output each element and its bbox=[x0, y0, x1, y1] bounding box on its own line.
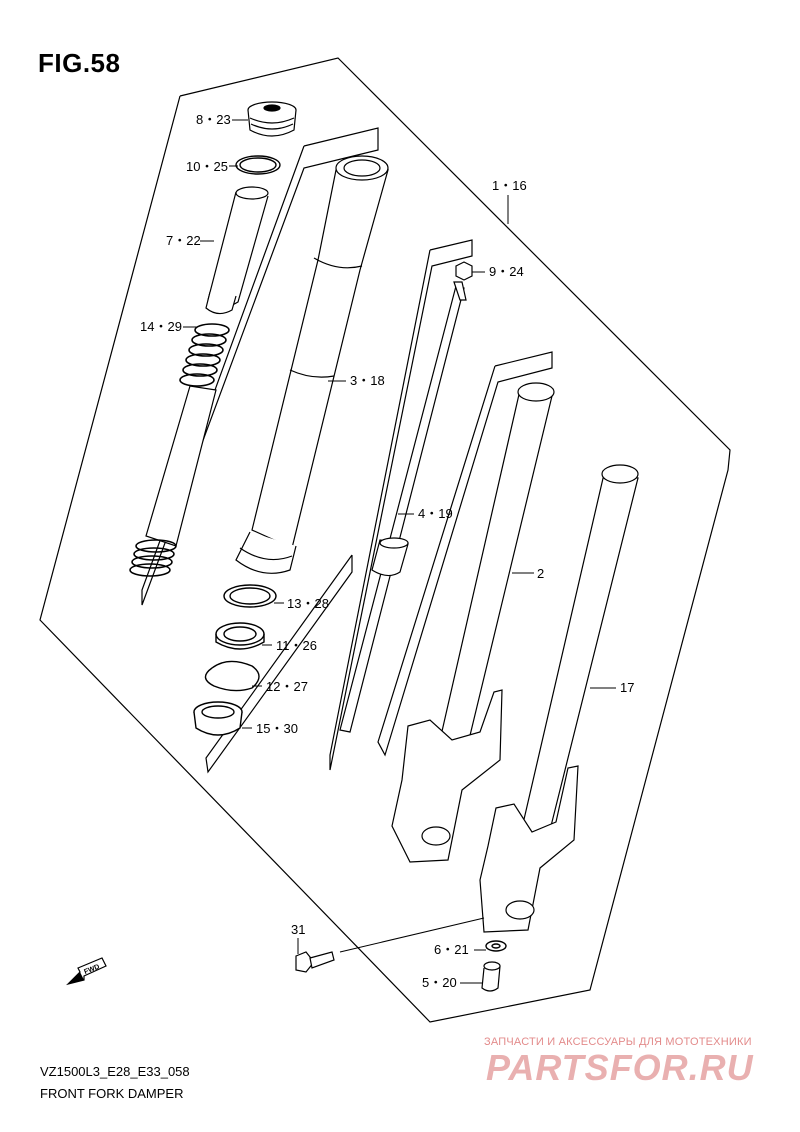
assembly-outline bbox=[39, 57, 731, 1023]
cartridge-rod-part bbox=[129, 385, 217, 577]
drain-bolt-part bbox=[481, 961, 501, 992]
fork-tube-group-outline bbox=[329, 239, 473, 771]
stopper-ring-part bbox=[204, 660, 260, 692]
outer-tube-right-part bbox=[479, 464, 639, 933]
callout-15-30: 15・30 bbox=[256, 721, 298, 736]
washer-part bbox=[223, 584, 277, 608]
callout-13-28: 13・28 bbox=[287, 596, 329, 611]
watermark-tagline: ЗАПЧАСТИ И АКСЕССУАРЫ ДЛЯ МОТОТЕХНИКИ bbox=[484, 1036, 752, 1048]
callout-17: 17 bbox=[620, 680, 634, 695]
watermark-logo: PARTSFOR.RU bbox=[486, 1047, 754, 1088]
callout-11-26: 11・26 bbox=[276, 638, 317, 653]
cartridge-group-outline bbox=[141, 127, 379, 606]
lock-nut-part bbox=[455, 261, 473, 281]
callout-31: 31 bbox=[291, 922, 305, 937]
callout-4-19: 4・19 bbox=[418, 506, 453, 521]
oil-seal-part bbox=[215, 622, 265, 650]
figure-caption: FRONT FORK DAMPER bbox=[40, 1086, 184, 1101]
damper-rod-part bbox=[339, 281, 467, 733]
dust-seal-part bbox=[193, 701, 243, 736]
fwd-arrow-icon: FWD bbox=[66, 957, 107, 986]
callout-6-21: 6・21 bbox=[434, 942, 469, 957]
callout-2: 2 bbox=[537, 566, 544, 581]
callout-12-27: 12・27 bbox=[266, 679, 308, 694]
outer-tube-group-outline bbox=[377, 351, 553, 757]
callout-9-24: 9・24 bbox=[489, 264, 524, 279]
axle-bolt-part bbox=[295, 951, 335, 973]
callout-8-23: 8・23 bbox=[196, 112, 231, 127]
callout-14-29: 14・29 bbox=[140, 319, 182, 334]
cap-bolt-part bbox=[247, 101, 297, 137]
callout-5-20: 5・20 bbox=[422, 975, 457, 990]
callout-10-25: 10・25 bbox=[186, 159, 228, 174]
callout-7-22: 7・22 bbox=[166, 233, 201, 248]
gasket-part bbox=[485, 940, 507, 952]
inner-tube-part bbox=[235, 155, 389, 574]
o-ring-part bbox=[235, 155, 281, 175]
outer-tube-left-part bbox=[391, 382, 555, 863]
seals-group-outline bbox=[205, 554, 353, 774]
callout-1-16: 1・16 bbox=[492, 178, 527, 193]
spacer-part bbox=[205, 186, 269, 315]
figure-title: FIG.58 bbox=[38, 48, 121, 78]
spring-part bbox=[179, 323, 230, 387]
callout-3-18: 3・18 bbox=[350, 373, 385, 388]
model-code: VZ1500L3_E28_E33_058 bbox=[40, 1064, 190, 1079]
